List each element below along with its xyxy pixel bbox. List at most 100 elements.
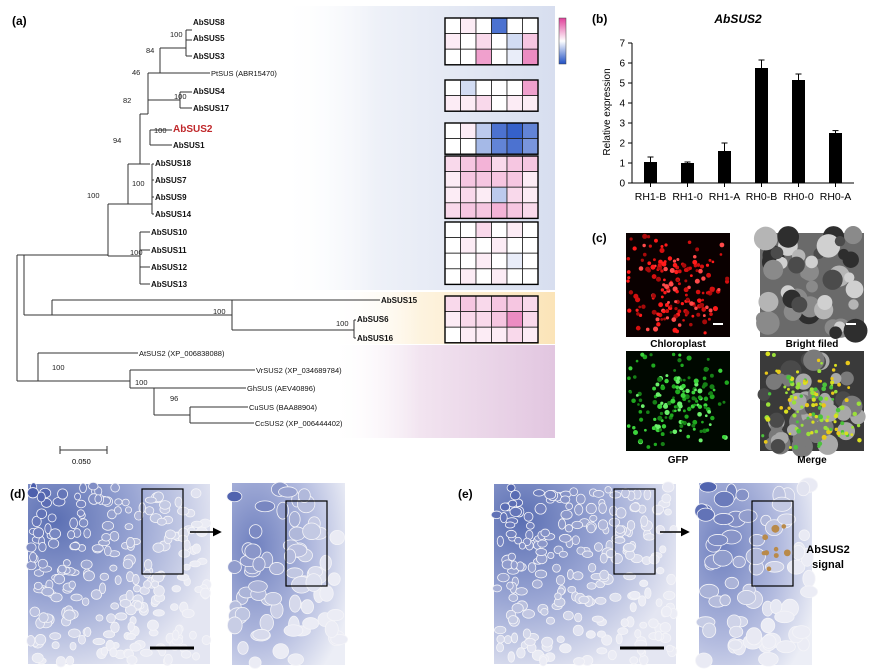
texture-dot (702, 314, 706, 318)
tissue-cell (143, 559, 153, 571)
tissue-cell (574, 612, 583, 623)
texture-dot (831, 391, 835, 395)
tissue-cell (68, 628, 81, 638)
heatmap (444, 17, 539, 344)
texture-dot (697, 404, 703, 409)
texture-dot (783, 549, 791, 557)
texture-dot (665, 309, 670, 314)
tissue-cell (565, 502, 573, 511)
chart-ylabel: Relative expression (602, 68, 613, 155)
tissue-cell (555, 574, 566, 586)
tissue-cell (190, 488, 202, 499)
tissue-cell (129, 642, 142, 652)
tissue-cell (101, 533, 112, 542)
tissue-cell (666, 573, 677, 586)
texture-dot (667, 256, 673, 261)
texture-dot (669, 431, 673, 434)
texture-dot (811, 397, 816, 402)
texture-dot (721, 434, 726, 439)
label-gfp: GFP (668, 455, 689, 466)
texture-dot (694, 306, 698, 310)
texture-dot (675, 289, 679, 294)
tissue-cell (615, 507, 627, 519)
heatmap-cell (444, 252, 461, 270)
heatmap-cell (475, 48, 492, 66)
tissue-cell (532, 579, 543, 589)
texture-dot (658, 302, 664, 308)
texture-dot (707, 409, 712, 414)
tissue-cell (264, 591, 283, 606)
texture-dot (829, 326, 842, 340)
texture-dot (703, 405, 707, 409)
tissue-cell (598, 502, 607, 514)
tissue-cell (596, 647, 608, 655)
texture-dot (817, 441, 823, 446)
scale-bar-label: 0.050 (72, 457, 91, 466)
texture-dot (646, 235, 651, 239)
texture-dot (781, 524, 787, 529)
texture-dot (808, 413, 812, 417)
tissue-cell (83, 570, 95, 582)
texture-dot (684, 293, 688, 297)
bootstrap-value: 46 (132, 68, 140, 77)
texture-dot (705, 428, 710, 432)
tissue-cell (494, 625, 507, 635)
heatmap-cell (444, 237, 461, 254)
heatmap-cell (460, 17, 477, 35)
texture-dot (811, 412, 816, 417)
heatmap-cell (522, 95, 539, 112)
leaf-label: CuSUS (BAA88904) (249, 403, 317, 412)
tissue-cell (300, 599, 314, 615)
texture-dot (681, 263, 687, 268)
tissue-cell (712, 549, 733, 567)
texture-dot (655, 317, 660, 322)
zoom-box-e (613, 488, 656, 575)
tissue-cell (729, 625, 744, 638)
tissue-cell (107, 509, 117, 520)
heatmap-cell (491, 268, 508, 285)
tissue-cell (760, 617, 776, 634)
heatmap-cell (475, 186, 492, 204)
tissue-cell (31, 652, 44, 664)
tissue-cell (125, 604, 137, 616)
heatmap-cell (506, 122, 523, 140)
tissue-cell (95, 614, 104, 622)
tissue-cell (605, 549, 617, 558)
texture-dot (651, 293, 657, 299)
tissue-cell (80, 559, 93, 570)
texture-dot (667, 400, 672, 406)
texture-dot (804, 403, 810, 408)
bootstrap-value: 100 (52, 363, 65, 372)
tissue-cell (41, 586, 55, 597)
texture-dot (706, 272, 712, 278)
texture-dot (635, 393, 639, 397)
texture-dot (651, 274, 657, 279)
panel-label-c: (c) (592, 231, 607, 245)
texture-dot (665, 316, 670, 320)
texture-dot (660, 432, 665, 437)
texture-dot (655, 382, 660, 387)
texture-dot (638, 398, 643, 403)
tissue-cell (654, 630, 663, 642)
heatmap-cell (460, 221, 477, 239)
tissue-cell (283, 624, 304, 637)
texture-dot (664, 243, 668, 247)
texture-dot (692, 254, 697, 259)
tissue-cell (777, 513, 797, 526)
texture-dot (652, 258, 656, 262)
texture-dot (834, 363, 838, 367)
tissue-cell (62, 559, 71, 567)
texture-dot (771, 524, 780, 533)
heatmap-cell (522, 221, 539, 239)
texture-dot (712, 388, 716, 392)
texture-dot (856, 401, 862, 406)
texture-dot (814, 414, 818, 419)
tissue-cell (748, 534, 765, 547)
texture-dot (694, 388, 697, 392)
heatmap-cell (491, 33, 508, 50)
texture-dot (687, 399, 691, 403)
texture-dot (763, 439, 768, 444)
texture-dot (681, 383, 686, 389)
texture-dot (701, 420, 704, 424)
gfp-image (626, 351, 730, 451)
